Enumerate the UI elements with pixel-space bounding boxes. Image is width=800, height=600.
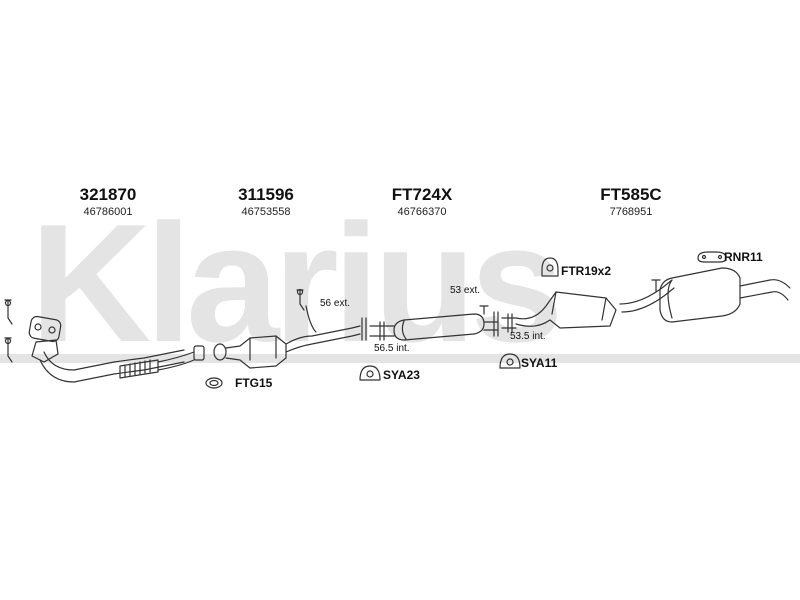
part-oem-rear-box: 7768951 (609, 206, 653, 218)
accessory-label-rnr11: RNR11 (724, 250, 763, 264)
pipe-label-53-ext: 53 ext. (450, 285, 481, 296)
catalyst-drawing (213, 288, 361, 369)
part-code-catalyst: 311596 (238, 185, 294, 204)
part-code-front-pipe: 321870 (79, 185, 137, 204)
accessory-label-sya11: SYA11 (521, 356, 558, 370)
accessory-label-ftg15: FTG15 (235, 376, 273, 390)
pipe-label-56-ext: 56 ext. (320, 298, 351, 309)
accessory-ftg15-icon (205, 377, 223, 389)
joint-56-drawing (361, 317, 395, 341)
rear-box-drawing (515, 267, 791, 329)
middle-box-drawing (393, 305, 499, 341)
pipe-label-56-5-int: 56.5 int. (374, 343, 410, 354)
accessory-label-sya23: SYA23 (383, 368, 420, 382)
joint-53-drawing (493, 311, 517, 337)
accessory-sya11-icon (499, 353, 521, 369)
front-pipe-drawing (4, 299, 205, 383)
pipe-label-53-5-int: 53.5 int. (510, 331, 546, 342)
part-code-middle-box: FT724X (391, 185, 453, 204)
part-code-rear-box: FT585C (600, 185, 662, 204)
part-oem-middle-box: 46766370 (397, 206, 447, 218)
watermark-underline (0, 354, 800, 363)
part-oem-front-pipe: 46786001 (83, 206, 133, 218)
part-oem-catalyst: 46753558 (241, 206, 291, 218)
accessory-rnr11-icon (697, 251, 727, 263)
accessory-sya23-icon (359, 365, 381, 381)
accessory-ftr19-icon (541, 257, 559, 277)
accessory-label-ftr19: FTR19x2 (561, 264, 612, 278)
